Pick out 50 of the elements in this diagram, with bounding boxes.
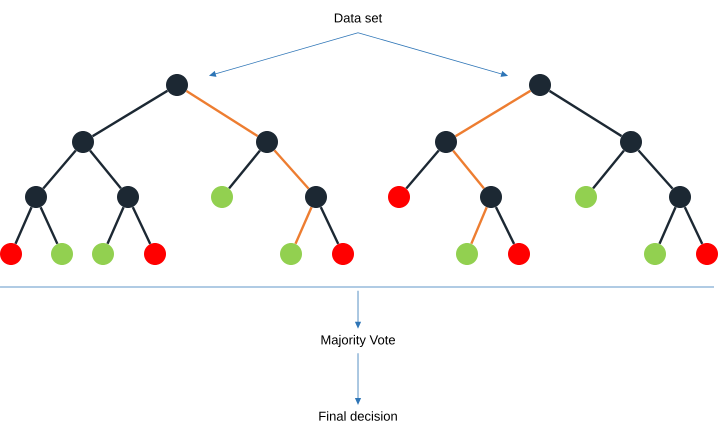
tree-branch	[228, 150, 261, 190]
tree-branch	[40, 206, 58, 244]
tree-node-circle	[575, 186, 597, 208]
tree-branch	[320, 206, 340, 244]
tree-node-circle	[669, 186, 691, 208]
tree-branch	[470, 206, 488, 244]
tree-branch	[92, 90, 168, 138]
tree-branch	[548, 90, 622, 138]
tree-node-circle	[0, 243, 22, 265]
horizontal-line	[0, 286, 714, 288]
tree-branch	[638, 150, 674, 190]
tree-branch	[42, 150, 77, 190]
tree-branch	[658, 206, 677, 244]
tree-node-circle	[305, 186, 327, 208]
tree-node-circle	[620, 131, 642, 153]
tree-branch	[452, 150, 485, 190]
tree-node-circle	[644, 243, 666, 265]
tree-branch	[274, 150, 310, 190]
tree-branch	[89, 150, 122, 190]
tree-node-circle	[211, 186, 233, 208]
tree-branch	[14, 206, 33, 244]
tree-node-circle	[332, 243, 354, 265]
tree-node-circle	[435, 131, 457, 153]
tree-node-circle	[117, 186, 139, 208]
tree-branch	[106, 206, 125, 244]
tree-node-circle	[256, 131, 278, 153]
tree-node-circle	[166, 74, 188, 96]
tree-branch	[494, 206, 516, 244]
tree-branch	[294, 206, 313, 244]
tree-node-circle	[696, 243, 718, 265]
tree-node-circle	[529, 74, 551, 96]
tree-node-circle	[72, 131, 94, 153]
text-label: Data set	[334, 13, 382, 23]
text-label: Majority Vote	[322, 334, 395, 348]
tree-node-circle	[25, 186, 47, 208]
tree-branch	[132, 206, 152, 244]
tree-node-circle	[456, 243, 478, 265]
tree-node-circle	[144, 243, 166, 265]
tree-node-circle	[480, 186, 502, 208]
tree-branch	[454, 90, 532, 138]
tree-branch	[186, 90, 258, 138]
tree-node-circle	[92, 243, 114, 265]
tree-branch	[684, 206, 704, 244]
tree-node-circle	[280, 243, 302, 265]
tree-node-circle	[388, 186, 410, 208]
tree-branch	[592, 150, 625, 190]
tree-node-circle	[508, 243, 530, 265]
tree-node-circle	[51, 243, 73, 265]
text-label: Final decision	[319, 411, 397, 421]
tree-branch	[405, 150, 440, 190]
